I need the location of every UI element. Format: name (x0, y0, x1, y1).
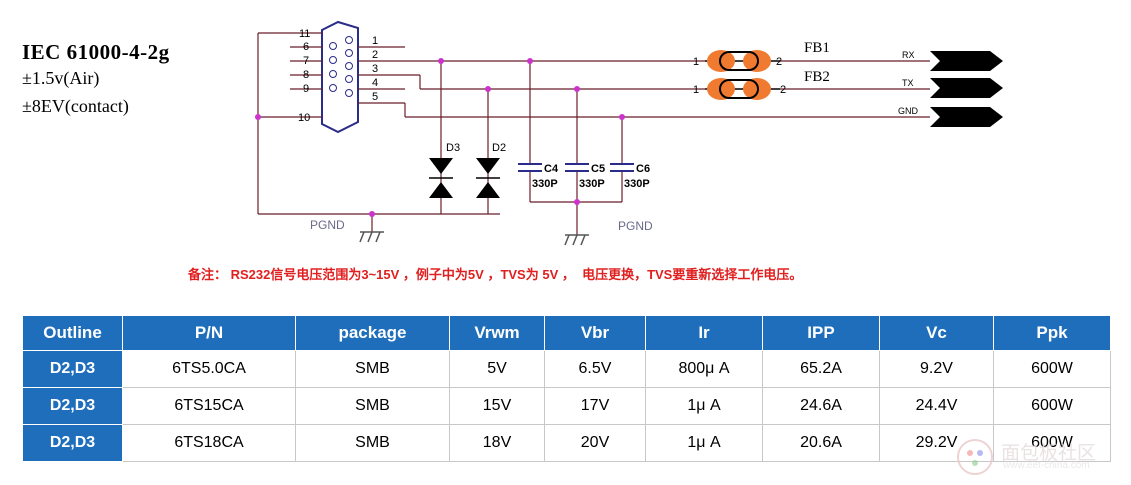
fb2-pin2: 2 (780, 84, 786, 96)
cell-ppk: 600W (993, 424, 1111, 462)
pin-label-8: 8 (303, 69, 309, 81)
fb1-label: FB1 (804, 40, 830, 56)
pin-label-10: 10 (298, 112, 310, 124)
fb1-pin2: 2 (776, 56, 782, 68)
pin-label-11: 11 (299, 28, 310, 40)
signal-rx-label: RX (902, 50, 915, 60)
right-pin-wires (358, 46, 930, 118)
capacitors (518, 163, 634, 172)
header-outline: Outline (22, 315, 123, 351)
cell-package: SMB (295, 387, 450, 425)
cap-c4-value: 330P (532, 178, 558, 190)
pin-label-5: 5 (372, 91, 378, 103)
cell-vc: 24.4V (879, 387, 994, 425)
diode-d3-label: D3 (446, 142, 460, 154)
pin-label-6: 6 (303, 41, 309, 53)
watermark-text: 面包板社区 (1001, 443, 1097, 464)
cell-package: SMB (295, 424, 450, 462)
pin-label-3: 3 (372, 63, 378, 75)
header-pn: P/N (122, 315, 296, 351)
pgnd-label-2: PGND (618, 219, 653, 233)
cell-pn: 6TS5.0CA (122, 350, 296, 388)
fb2-pin1: 1 (693, 84, 699, 96)
signal-tx-label: TX (902, 78, 914, 88)
ground-symbol-1 (359, 231, 384, 243)
cell-vc: 9.2V (879, 350, 994, 388)
cell-outline: D2,D3 (22, 350, 123, 388)
table-header-row: Outline P/N package Vrwm Vbr Ir IPP Vc P… (22, 315, 1111, 351)
cell-outline: D2,D3 (22, 387, 123, 425)
cell-outline: D2,D3 (22, 424, 123, 462)
signal-gnd-label: GND (898, 106, 919, 116)
cell-pn: 6TS18CA (122, 424, 296, 462)
cap-c6-value: 330P (624, 178, 650, 190)
pin-label-9: 9 (303, 83, 309, 95)
table-row: D2,D3 6TS18CA SMB 18V 20V 1μ A 20.6A 29.… (22, 424, 1111, 462)
table-row: D2,D3 6TS5.0CA SMB 5V 6.5V 800μ A 65.2A … (22, 350, 1111, 388)
cell-vrwm: 5V (449, 350, 545, 388)
cap-c4-ref: C4 (544, 163, 559, 175)
cell-vrwm: 15V (449, 387, 545, 425)
table-row: D2,D3 6TS15CA SMB 15V 17V 1μ A 24.6A 24.… (22, 387, 1111, 425)
watermark-url: www.eet-china.com (1003, 460, 1090, 471)
db9-connector (321, 20, 359, 134)
schematic-diagram: 11 6 7 8 9 10 1 2 3 4 5 1 2 1 2 FB1 FB2 … (255, 20, 1003, 246)
pgnd-label-1: PGND (310, 218, 345, 232)
watermark-logo-icon (957, 439, 993, 475)
cap-c6-ref: C6 (636, 163, 650, 175)
header-package: package (295, 315, 450, 351)
fb2-label: FB2 (804, 69, 830, 85)
pin-label-4: 4 (372, 77, 378, 89)
ground-symbol-2 (564, 234, 589, 246)
cell-vbr: 6.5V (544, 350, 646, 388)
cell-ipp: 20.6A (762, 424, 880, 462)
tvs-diode-d2 (476, 158, 500, 198)
header-vbr: Vbr (544, 315, 646, 351)
header-ir: Ir (645, 315, 763, 351)
tvs-diode-d3 (429, 158, 453, 198)
header-vc: Vc (879, 315, 994, 351)
tvs-spec-table: Outline P/N package Vrwm Vbr Ir IPP Vc P… (22, 315, 1111, 462)
spec-title: IEC 61000-4-2g (22, 40, 170, 64)
header-ppk: Ppk (993, 315, 1111, 351)
fb1-pin1: 1 (693, 56, 699, 68)
output-connectors (930, 51, 1003, 127)
cell-vbr: 17V (544, 387, 646, 425)
cell-ir: 1μ A (645, 387, 763, 425)
design-note: 备注： RS232信号电压范围为3~15V ，例子中为5V ，TVS为 5V ，… (188, 267, 803, 282)
cell-pn: 6TS15CA (122, 387, 296, 425)
cell-ipp: 24.6A (762, 387, 880, 425)
junction-dots (255, 58, 625, 217)
cell-ppk: 600W (993, 350, 1111, 388)
cell-ir: 800μ A (645, 350, 763, 388)
cap-c5-ref: C5 (591, 163, 605, 175)
cell-package: SMB (295, 350, 450, 388)
left-pin-wires (257, 32, 440, 215)
cell-ipp: 65.2A (762, 350, 880, 388)
ferrite-fb1 (705, 50, 780, 72)
header-vrwm: Vrwm (449, 315, 545, 351)
cap-c5-value: 330P (579, 178, 605, 190)
cell-vbr: 20V (544, 424, 646, 462)
spec-air-discharge: ±1.5v(Air) (22, 68, 100, 88)
cell-vrwm: 18V (449, 424, 545, 462)
cell-ir: 1μ A (645, 424, 763, 462)
pin-label-2: 2 (372, 49, 378, 61)
diode-d2-label: D2 (492, 142, 506, 154)
ferrite-fb2 (705, 78, 780, 100)
header-ipp: IPP (762, 315, 880, 351)
spec-contact-discharge: ±8EV(contact) (22, 96, 129, 116)
pin-label-7: 7 (303, 55, 309, 67)
cell-ppk: 600W (993, 387, 1111, 425)
pin-label-1: 1 (372, 35, 378, 47)
